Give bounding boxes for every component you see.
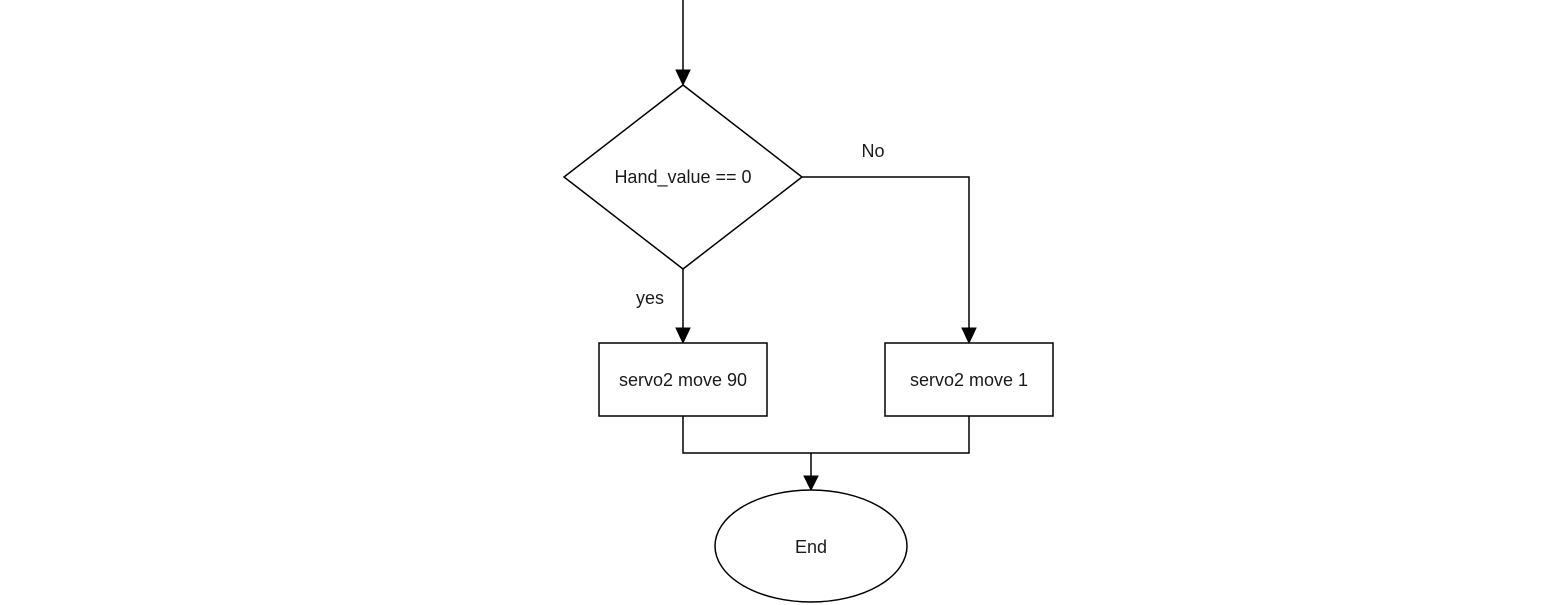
end-label: End xyxy=(795,537,827,557)
edge-no: No xyxy=(802,141,977,345)
no-action-node[interactable]: servo2 move 1 xyxy=(884,342,1054,417)
edge-no-label: No xyxy=(861,141,884,161)
merge-edge xyxy=(682,416,970,492)
yes-action-label: servo2 move 90 xyxy=(619,370,747,390)
decision-node[interactable]: Hand_value == 0 xyxy=(562,84,804,270)
decision-label: Hand_value == 0 xyxy=(614,167,751,188)
yes-action-node[interactable]: servo2 move 90 xyxy=(598,342,768,417)
end-node[interactable]: End xyxy=(714,489,908,603)
edge-yes: yes xyxy=(636,269,691,345)
incoming-edge xyxy=(675,0,691,87)
no-action-label: servo2 move 1 xyxy=(910,370,1028,390)
edge-yes-label: yes xyxy=(636,288,664,308)
